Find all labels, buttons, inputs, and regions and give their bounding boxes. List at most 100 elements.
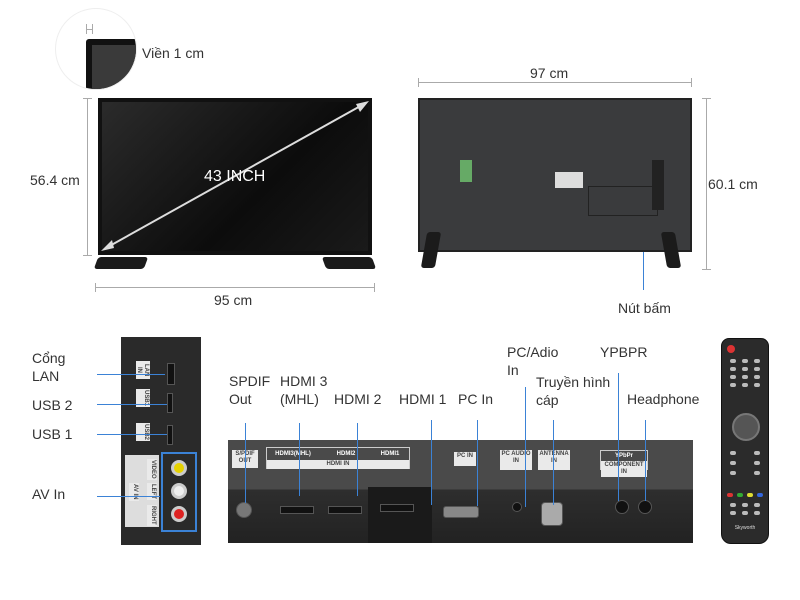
remote-button	[754, 461, 760, 465]
dimension-line	[374, 283, 375, 292]
side-ports-photo: LAN IN USB1 USB2 VIDEO LEFT RIGHT AV IN	[121, 337, 201, 545]
remote-button	[742, 503, 748, 507]
rear-ports-photo: S/PDIF OUT HDMI3(MHL) HDMI2 HDMI1 HDMI I…	[228, 440, 693, 543]
remote-button	[730, 451, 736, 455]
remote-button	[730, 383, 736, 387]
dimension-line	[83, 98, 92, 99]
remote-button	[730, 359, 736, 363]
tv-back	[418, 98, 692, 252]
callout-line	[643, 252, 644, 290]
callout-line	[357, 423, 358, 496]
callout-line	[299, 423, 300, 496]
callout-line	[97, 434, 167, 435]
remote-button	[754, 471, 760, 475]
spdif-label: SPDIF Out	[229, 373, 271, 407]
callout-line	[97, 374, 165, 375]
panel-label: VIDEO	[147, 459, 157, 480]
remote-button	[730, 503, 736, 507]
remote-button	[742, 383, 748, 387]
panel-label: HDMI3(MHL)	[275, 451, 311, 457]
graphic-part	[652, 160, 664, 210]
graphic-part	[161, 452, 197, 532]
audio-left-jack	[171, 483, 187, 499]
remote-button	[754, 511, 760, 515]
back-height-label: 60.1 cm	[708, 176, 758, 192]
pc-audio-port	[512, 502, 522, 512]
spdif-port	[236, 502, 252, 518]
remote-button	[754, 383, 760, 387]
panel-label: HDMI1	[380, 451, 400, 457]
panel-label: RIGHT	[147, 505, 157, 526]
headphone-label: Headphone	[627, 391, 700, 407]
dimension-line	[92, 24, 93, 34]
hdmi1-label: HDMI 1	[399, 391, 447, 407]
remote-button	[730, 367, 736, 371]
graphic-part: YPbPr COMPONENT IN	[600, 450, 648, 477]
panel-label: AV IN	[129, 483, 139, 501]
dimension-line	[87, 98, 88, 256]
dimension-line	[706, 98, 707, 270]
ypbpr-label: YPBPR	[600, 344, 648, 360]
pc-audio-label: PC/Adio In	[507, 344, 559, 378]
graphic-part	[588, 186, 658, 216]
panel-label: LEFT	[147, 483, 157, 500]
graphic-part	[92, 45, 136, 89]
dimension-line	[83, 255, 92, 256]
callout-line	[245, 423, 246, 503]
graphic-part	[460, 160, 472, 182]
graphic-part	[105, 103, 365, 249]
remote-button	[742, 511, 748, 515]
graphic-part	[555, 172, 583, 188]
panel-label: YPbPr	[614, 453, 633, 459]
dimension-line	[691, 78, 692, 87]
usb2-port	[167, 393, 173, 413]
ypbpr-port	[615, 500, 629, 514]
panel-label: USB2	[136, 423, 150, 441]
front-stand-right	[321, 257, 377, 269]
remote-button	[727, 493, 733, 497]
callout-line	[97, 404, 167, 405]
remote-button	[754, 367, 760, 371]
cable-tv-label: Truyền hình cáp	[536, 374, 611, 408]
button-label: Nút bấm	[618, 300, 671, 316]
graphic-part	[727, 345, 735, 353]
lan-label: Cổng LAN	[32, 350, 66, 384]
hdmi2-label: HDMI 2	[334, 391, 382, 407]
hdmi2-port	[328, 506, 362, 514]
remote-button	[747, 493, 753, 497]
antenna-port	[541, 502, 563, 526]
remote-button	[737, 493, 743, 497]
panel-label: HDMI IN	[267, 460, 409, 469]
panel-label: USB1	[136, 389, 150, 407]
hdmi3-port	[280, 506, 314, 514]
front-width-label: 95 cm	[214, 292, 253, 308]
diagonal-label: 43 INCH	[204, 168, 266, 185]
lan-port	[167, 363, 175, 385]
graphic-part	[732, 413, 760, 441]
graphic-part: HDMI3(MHL) HDMI2 HDMI1 HDMI IN	[266, 447, 410, 469]
remote-button	[754, 503, 760, 507]
hdmi1-port	[380, 504, 414, 512]
callout-line	[477, 420, 478, 506]
panel-label: LAN IN	[136, 361, 150, 379]
remote-button	[730, 461, 736, 465]
bezel-label: Viền 1 cm	[142, 45, 204, 61]
av-in-label: AV In	[32, 486, 66, 502]
usb1-label: USB 1	[32, 426, 73, 442]
callout-line	[553, 420, 554, 505]
panel-label: PC AUDIO IN	[500, 450, 532, 470]
usb2-label: USB 2	[32, 397, 73, 413]
callout-line	[431, 420, 432, 505]
panel-label: PC IN	[454, 452, 476, 466]
front-height-label: 56.4 cm	[30, 172, 80, 188]
remote-button	[754, 375, 760, 379]
panel-label: COMPONENT IN	[601, 461, 647, 477]
headphone-port	[638, 500, 652, 514]
dimension-line	[95, 283, 96, 292]
vga-port	[443, 506, 479, 518]
callout-line	[618, 373, 619, 501]
remote-button	[742, 367, 748, 371]
panel-label: ANTENNA IN	[538, 450, 570, 470]
dimension-line	[86, 29, 92, 30]
front-stand-left	[93, 257, 149, 269]
